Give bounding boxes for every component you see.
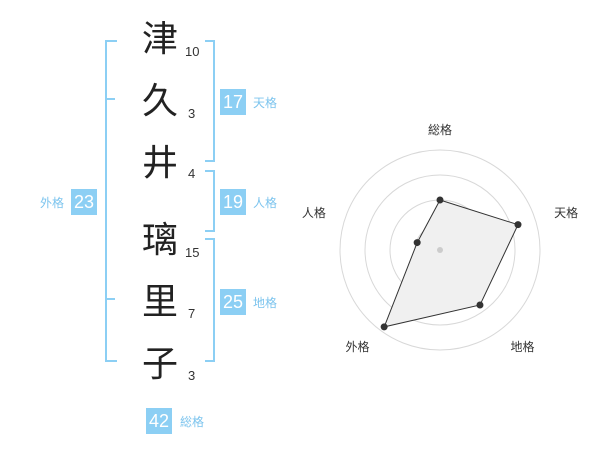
radar-axis-label-5: 人格	[302, 205, 326, 220]
radar-point-1	[436, 196, 444, 204]
radar-axis-label-4: 外格	[345, 339, 369, 354]
radar-axis-label-1: 総格	[428, 122, 452, 137]
soukaku-label: 総格	[180, 415, 205, 429]
name-char-5: 里	[141, 282, 178, 323]
name-char-4: 璃	[141, 220, 178, 261]
bracket-tick	[105, 98, 115, 100]
chikaku-bracket	[205, 238, 215, 362]
stroke-count-1: 10	[185, 44, 200, 59]
name-char-1: 津	[141, 19, 178, 60]
gaikaku-bracket	[105, 40, 117, 362]
chikaku-value-badge: 25	[220, 289, 247, 315]
gaikaku-value-badge: 23	[71, 189, 98, 215]
radar-point-2	[514, 221, 522, 229]
radar-point-3	[476, 301, 484, 309]
radar-point-5	[413, 239, 421, 247]
radar-series-area	[383, 199, 519, 328]
bracket-tick	[105, 298, 115, 300]
name-char-6: 子	[141, 344, 178, 385]
radar-ring	[339, 149, 541, 351]
tenkaku-label: 天格	[253, 96, 278, 110]
stroke-count-6: 3	[188, 368, 196, 383]
stroke-count-2: 3	[188, 106, 196, 121]
radar-points	[380, 196, 522, 331]
radar-center-dot	[437, 247, 443, 253]
stroke-count-5: 7	[188, 306, 196, 321]
stroke-count-3: 4	[188, 166, 196, 181]
tenkaku-bracket	[205, 40, 215, 162]
gaikaku-label: 外格	[40, 196, 65, 210]
tenkaku-value-badge: 17	[220, 89, 247, 115]
stroke-count-4: 15	[185, 245, 200, 260]
jinkaku-bracket	[205, 170, 215, 232]
jinkaku-label: 人格	[253, 196, 278, 210]
radar-axis-label-2: 天格	[554, 205, 578, 220]
soukaku-value-badge: 42	[146, 408, 173, 434]
name-char-2: 久	[141, 81, 178, 122]
radar-ring	[364, 174, 516, 326]
chikaku-label: 地格	[253, 296, 278, 310]
jinkaku-value-badge: 19	[220, 189, 247, 215]
name-char-3: 井	[141, 143, 178, 184]
radar-point-4	[380, 323, 388, 331]
radar-axis-label-3: 地格	[511, 339, 535, 354]
